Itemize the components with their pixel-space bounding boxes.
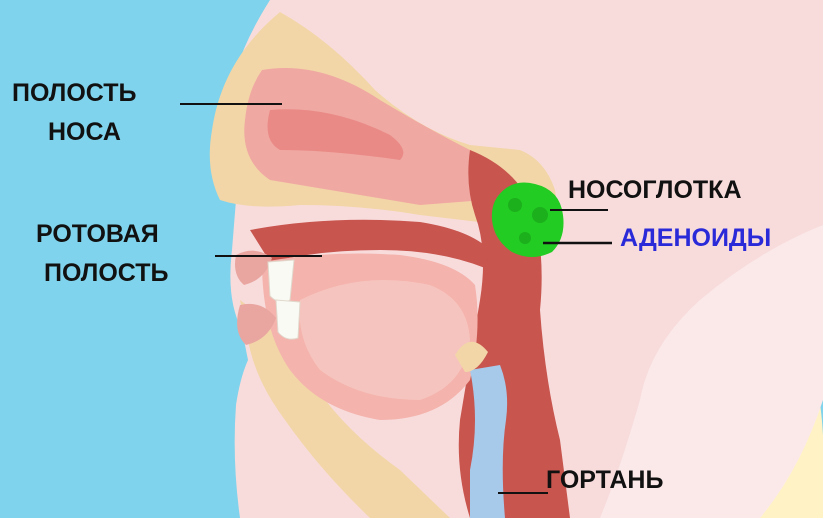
- label-larynx: ГОРТАНЬ: [546, 464, 663, 497]
- label-adenoids: АДЕНОИДЫ: [620, 222, 771, 255]
- upper-tooth: [268, 260, 294, 302]
- adenoids-texture: [519, 232, 531, 244]
- lower-tooth: [276, 300, 300, 339]
- adenoids-texture: [508, 198, 522, 212]
- label-nasal-cavity-line1: ПОЛОСТЬ: [12, 77, 136, 110]
- label-nasopharynx: НОСОГЛОТКА: [568, 174, 742, 207]
- adenoids-texture: [532, 207, 548, 223]
- label-oral-cavity-line2: ПОЛОСТЬ: [44, 257, 168, 290]
- label-nasal-cavity-line2: НОСА: [48, 116, 121, 149]
- label-oral-cavity-line1: РОТОВАЯ: [36, 218, 159, 251]
- trachea: [470, 365, 507, 518]
